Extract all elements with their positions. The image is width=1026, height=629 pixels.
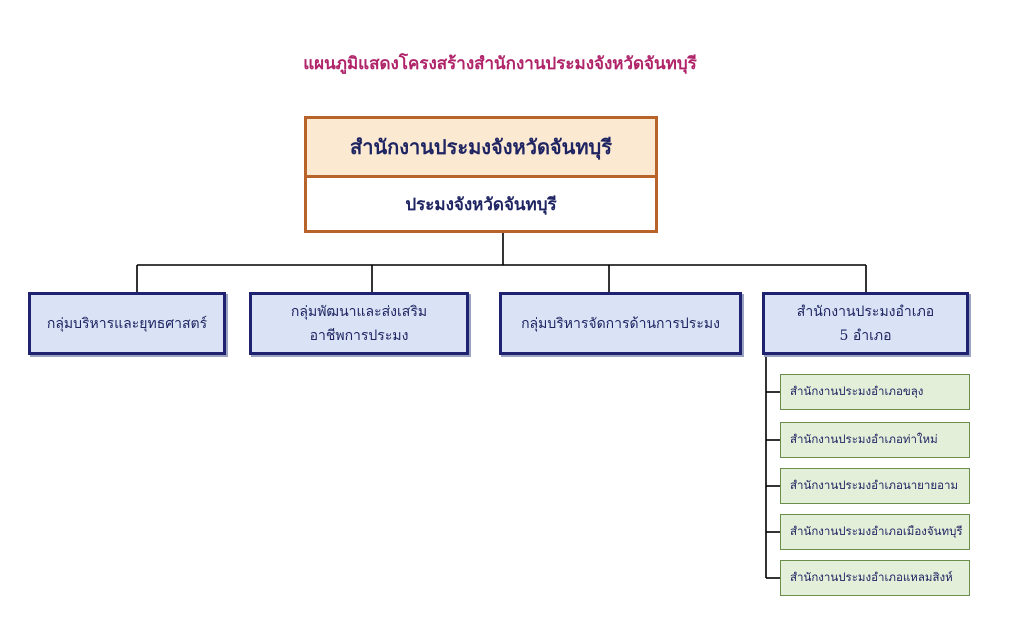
- district-box-na-yai-am: สำนักงานประมงอำเภอนายายอาม: [780, 468, 970, 504]
- group-label-line1: สำนักงานประมงอำเภอ: [796, 303, 935, 320]
- group-label-line2: 5 อำเภอ: [839, 327, 892, 344]
- group-box-development: กลุ่มพัฒนาและส่งเสริม อาชีพการประมง: [249, 292, 469, 355]
- group-box-district-offices: สำนักงานประมงอำเภอ 5 อำเภอ: [762, 292, 969, 355]
- provincial-office-heading: สำนักงานประมงจังหวัดจันทบุรี: [307, 119, 655, 178]
- provincial-office-box: สำนักงานประมงจังหวัดจันทบุรี ประมงจังหวั…: [304, 116, 658, 233]
- group-label-line1: กลุ่มพัฒนาและส่งเสริม: [290, 303, 428, 320]
- group-box-fisheries-management: กลุ่มบริหารจัดการด้านการประมง: [499, 292, 742, 355]
- group-label-line2: อาชีพการประมง: [309, 327, 409, 344]
- district-box-mueang-chanthaburi: สำนักงานประมงอำเภอเมืองจันทบุรี: [780, 514, 970, 550]
- group-label-line1: กลุ่มบริหารจัดการด้านการประมง: [521, 315, 720, 332]
- district-box-tha-mai: สำนักงานประมงอำเภอท่าใหม่: [780, 422, 970, 458]
- group-label-line1: กลุ่มบริหารและยุทธศาสตร์: [46, 315, 208, 332]
- district-box-khlung: สำนักงานประมงอำเภอขลุง: [780, 374, 970, 410]
- district-box-laem-sing: สำนักงานประมงอำเภอแหลมสิงห์: [780, 560, 970, 596]
- group-box-administration: กลุ่มบริหารและยุทธศาสตร์: [28, 292, 226, 355]
- chart-title: แผนภูมิแสดงโครงสร้างสำนักงานประมงจังหวัด…: [303, 54, 697, 74]
- provincial-officer-title: ประมงจังหวัดจันทบุรี: [405, 194, 557, 215]
